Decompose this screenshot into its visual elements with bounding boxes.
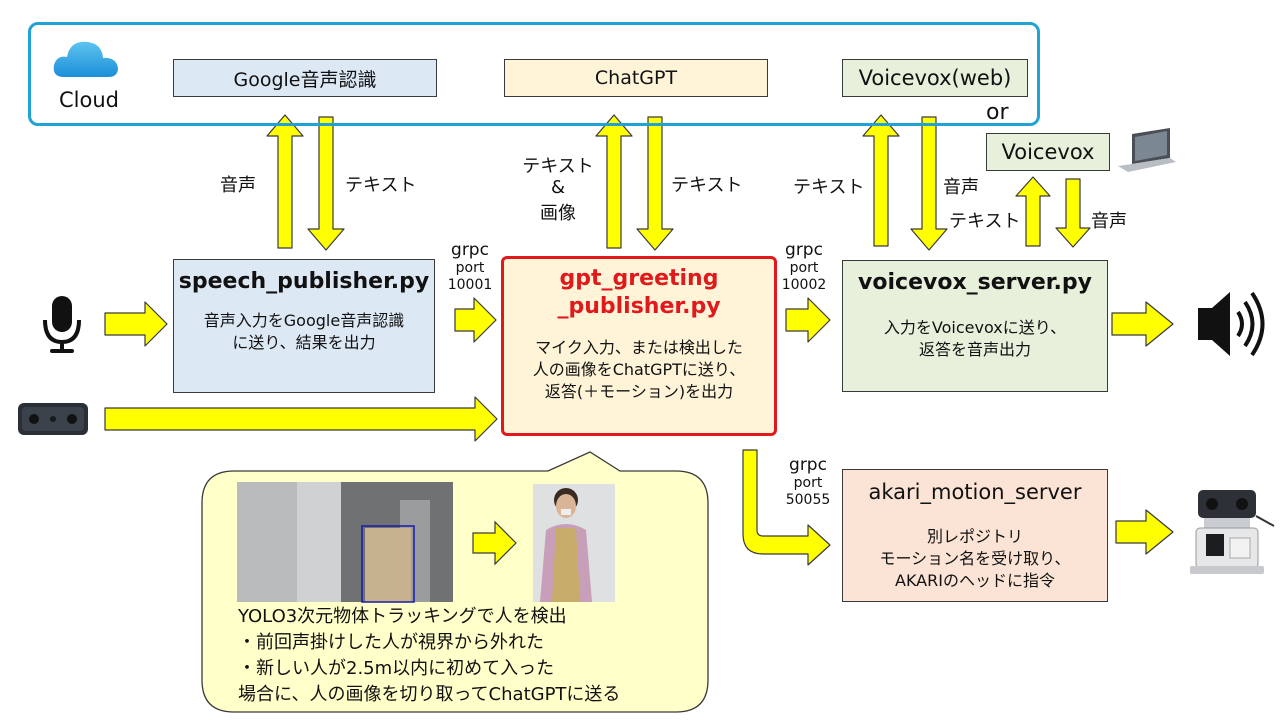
node-description: 音声入力をGoogle音声認識 に送り、結果を出力 [204,310,404,354]
grpc-port-text: port [789,260,819,276]
camera-icon [18,403,88,435]
grpc-label-10001: grpc port 10001 [443,240,497,294]
google-speech-label: Google音声認識 [233,68,377,91]
node-title: voicevox_server.py [858,270,1092,295]
desc-line: AKARIのヘッドに指令 [895,571,1055,590]
cloud-frame [28,22,1040,126]
callout-line-4: 場合に、人の画像を切り取ってChatGPTに送る [238,684,621,705]
edge-label-gpt-up-1: テキスト [522,156,594,177]
arrow-gpt-up [595,114,633,249]
node-speech-publisher: speech_publisher.py 音声入力をGoogle音声認識 に送り、… [173,259,435,393]
edge-label-gpt-up-3: 画像 [540,203,576,224]
edge-label-local-up: テキスト [949,211,1021,232]
voicevox-web-label: Voicevox(web) [858,66,1012,90]
arrow-motion-robot [1115,509,1174,555]
arrow-crop [472,520,517,566]
edge-label-local-down: 音声 [1091,211,1127,232]
callout-line-3: ・新しい人が2.5m以内に初めて入った [238,658,555,679]
callout-line-1: YOLO3次元物体トラッキングで人を検出 [238,606,567,627]
grpc-port-number: 10002 [781,277,827,293]
camera-frame-image [237,482,453,603]
grpc-label-50055: grpc port 50055 [781,455,835,509]
voicevox-local-label: Voicevox [1001,140,1095,164]
arrow-speech-up [266,114,304,249]
desc-line: モーション名を受け取り、 [879,549,1071,568]
grpc-port-number: 10001 [447,277,493,293]
arrow-local-down [1055,178,1091,248]
title-line: gpt_greeting [559,266,719,291]
grpc-port-number: 50055 [785,492,831,508]
laptop-icon [1118,128,1176,172]
node-voicevox-server: voicevox_server.py 入力をVoicevoxに送り、 返答を音声… [842,260,1108,392]
desc-line: 別レポジトリ [926,527,1023,546]
node-description: 別レポジトリ モーション名を受け取り、 AKARIのヘッドに指令 [879,526,1070,592]
node-title: gpt_greeting _publisher.py [557,265,720,321]
voicevox-web-service: Voicevox(web) [842,59,1028,97]
arrow-gpt-motion [742,449,831,566]
node-title: akari_motion_server [868,480,1082,504]
arrow-vv-up [862,114,900,247]
edge-label-speech-down: テキスト [345,175,417,196]
node-title: speech_publisher.py [178,269,430,294]
grpc-text: grpc [789,455,827,475]
node-description: マイク入力、または検出した 人の画像をChatGPTに送り、 返答(＋モーション… [533,337,746,403]
grpc-text: grpc [451,240,489,260]
edge-label-vv-down: 音声 [943,177,979,198]
desc-line: 人の画像をChatGPTに送り、 [532,360,746,379]
edge-label-gpt-up-2: & [550,177,566,198]
google-speech-service: Google音声認識 [173,59,437,97]
arrow-local-up [1015,176,1051,247]
cloud-label: Cloud [59,88,119,112]
arrow-speech-gpt [454,297,497,343]
grpc-label-10002: grpc port 10002 [777,240,831,294]
desc-line: 返答を音声出力 [918,340,1031,359]
grpc-port-text: port [455,260,485,276]
edge-label-speech-up: 音声 [220,175,256,196]
arrow-speech-down [307,116,345,251]
desc-line: マイク入力、または検出した [535,338,743,357]
voicevox-local-service: Voicevox [986,133,1110,171]
cloud-icon [53,41,118,77]
grpc-text: grpc [785,240,823,260]
callout-line-2: ・前回声掛けした人が視界から外れた [238,632,544,653]
robot-icon [1190,490,1275,574]
node-akari-motion-server: akari_motion_server 別レポジトリ モーション名を受け取り、 … [842,469,1108,602]
arrow-vv-speaker [1111,301,1174,347]
chatgpt-service: ChatGPT [504,59,768,97]
person-crop-image [533,484,615,602]
arrow-gpt-vv [785,297,831,343]
desc-line: に送り、結果を出力 [232,333,376,352]
desc-line: 入力をVoicevoxに送り、 [883,318,1067,337]
edge-label-vv-up: テキスト [793,177,865,198]
arrow-gpt-down [636,116,674,251]
title-line: _publisher.py [557,294,721,319]
desc-line: 返答(＋モーション)を出力 [544,382,734,401]
grpc-port-text: port [793,475,823,491]
node-description: 入力をVoicevoxに送り、 返答を音声出力 [884,317,1066,361]
speaker-icon [1198,291,1265,357]
desc-line: 音声入力をGoogle音声認識 [203,311,405,330]
or-label: or [986,100,1009,125]
arrow-camera-gpt [104,396,498,442]
microphone-icon [43,296,81,353]
chatgpt-label: ChatGPT [594,67,678,89]
arrow-mic-speech [104,301,168,347]
arrow-vv-down [910,116,948,251]
node-gpt-greeting-publisher: gpt_greeting _publisher.py マイク入力、または検出した… [501,256,777,436]
edge-label-gpt-down: テキスト [671,175,743,196]
